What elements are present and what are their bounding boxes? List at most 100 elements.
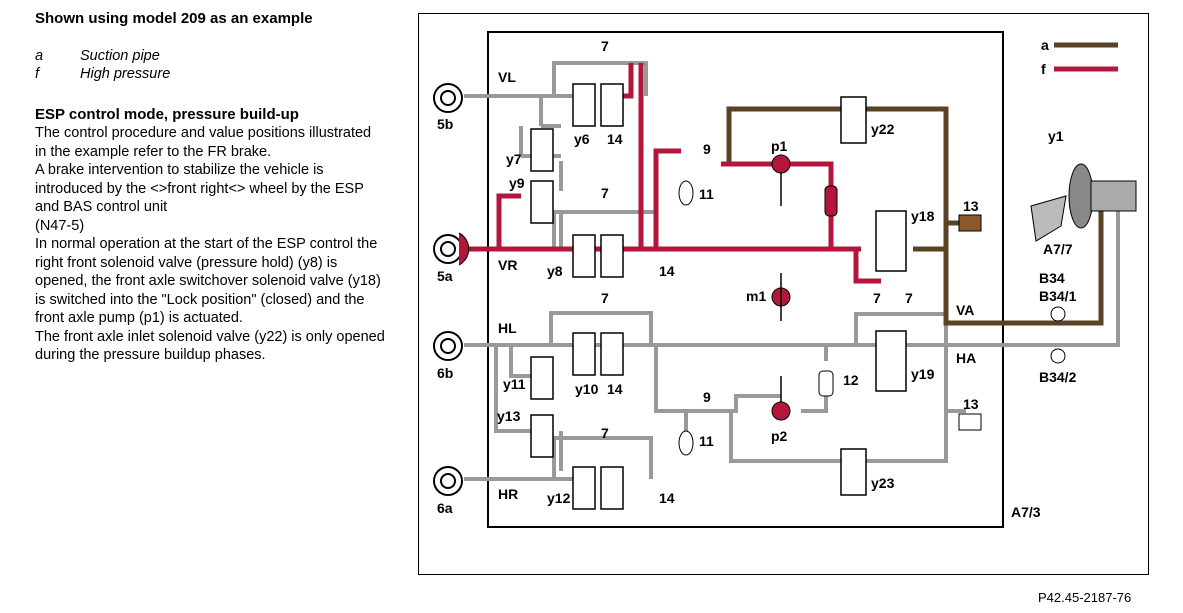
- label-a73: A7/3: [1011, 504, 1041, 520]
- pipe: [552, 436, 653, 479]
- figure-reference: P42.45-2187-76: [1038, 590, 1132, 605]
- label-va: VA: [956, 302, 974, 318]
- label-hl: HL: [498, 320, 517, 336]
- label-7: 7: [601, 425, 609, 441]
- label-y13: y13: [497, 408, 521, 424]
- accumulator-11b: [678, 430, 694, 456]
- paragraph: (N47-5): [35, 217, 85, 234]
- reservoir-13a: [958, 214, 982, 232]
- label-5b: 5b: [437, 116, 453, 132]
- label-b34: B34: [1039, 270, 1065, 286]
- brake-booster: [1030, 163, 1137, 242]
- valve-y18: [875, 210, 907, 272]
- legend-text: High pressure: [80, 66, 171, 82]
- valve-y6: [572, 83, 596, 127]
- pipe: [494, 345, 536, 433]
- valve-y19: [875, 330, 907, 392]
- valve-y8: [572, 234, 596, 278]
- pressure-pipe: [721, 161, 834, 186]
- label-12: 12: [843, 372, 859, 388]
- legend-key-f: f: [1041, 61, 1046, 77]
- label-vl: VL: [498, 69, 516, 85]
- label-6a: 6a: [437, 500, 453, 516]
- valve-y7: [530, 128, 554, 172]
- label-13: 13: [963, 396, 979, 412]
- label-y11: y11: [503, 376, 526, 392]
- pressure-pipe: [496, 193, 521, 249]
- pipe: [654, 345, 781, 413]
- accumulator-11a: [678, 180, 694, 206]
- label-y12: y12: [547, 490, 571, 506]
- sensor-b342: [1050, 348, 1066, 364]
- label-y22: y22: [871, 121, 895, 137]
- label-vr: VR: [498, 257, 517, 273]
- label-9: 9: [703, 141, 711, 157]
- pressure-pipes: [464, 63, 881, 284]
- label-y23: y23: [871, 475, 895, 491]
- description-panel: Shown using model 209 as an example a Su…: [35, 10, 385, 365]
- legend-item: f High pressure: [35, 65, 385, 84]
- pump-p1: [771, 154, 791, 174]
- label-ha: HA: [956, 350, 976, 366]
- label-y7: y7: [506, 151, 522, 167]
- legend-text: Suction pipe: [80, 47, 160, 64]
- pump-p2: [771, 401, 791, 421]
- valve-y13: [530, 414, 554, 458]
- grey-pipes: [464, 61, 1120, 481]
- pipe: [549, 311, 653, 345]
- valve-y8b: [600, 234, 624, 278]
- damper-red: [824, 185, 838, 217]
- label-p1: p1: [771, 138, 788, 154]
- label-11: 11: [699, 186, 714, 202]
- label-hr: HR: [498, 486, 518, 502]
- valves: [530, 83, 907, 510]
- pipe: [936, 211, 1120, 347]
- paragraph: The control procedure and value position…: [35, 125, 372, 160]
- pipe: [729, 411, 948, 463]
- legend-key: a: [35, 47, 44, 64]
- label-7: 7: [601, 185, 609, 201]
- label-a77: A7/7: [1043, 241, 1073, 257]
- heading: Shown using model 209 as an example: [35, 10, 313, 27]
- label-y6: y6: [574, 131, 590, 147]
- label-y18: y18: [911, 208, 935, 224]
- valve-y6b: [600, 83, 624, 127]
- label-b342: B34/2: [1039, 369, 1077, 385]
- label-6b: 6b: [437, 365, 453, 381]
- valve-y9: [530, 180, 554, 224]
- paragraph: A brake intervention to stabilize the ve…: [35, 162, 364, 215]
- sensor-b341: [1050, 306, 1066, 322]
- legend-item: a Suction pipe: [35, 47, 385, 66]
- label-9: 9: [703, 389, 711, 405]
- label-5a: 5a: [437, 268, 453, 284]
- damper-12: [818, 370, 834, 397]
- wheel-5a: [433, 232, 470, 266]
- valve-y10b: [600, 332, 624, 376]
- label-7: 7: [905, 290, 913, 306]
- valve-y11: [530, 356, 554, 400]
- label-11: 11: [699, 433, 714, 449]
- valve-y12b: [600, 466, 624, 510]
- label-y10: y10: [575, 381, 599, 397]
- label-m1: m1: [746, 288, 766, 304]
- pipe: [509, 345, 536, 378]
- legend-key: f: [35, 66, 40, 82]
- pipe: [854, 312, 948, 345]
- paragraph: The front axle inlet solenoid valve (y22…: [35, 328, 385, 364]
- label-7: 7: [873, 290, 881, 306]
- legend-key-a: a: [1041, 37, 1049, 53]
- paragraph: In normal operation at the start of the …: [35, 236, 381, 326]
- label-y1: y1: [1048, 128, 1064, 144]
- label-14: 14: [607, 381, 623, 397]
- wheel-6b: [433, 331, 463, 361]
- wheel-5b: [433, 83, 463, 113]
- label-13: 13: [963, 198, 979, 214]
- label-y8: y8: [547, 263, 563, 279]
- valve-y10: [572, 332, 596, 376]
- section-title: ESP control mode, pressure build-up: [35, 105, 299, 123]
- pipe: [944, 345, 966, 413]
- label-b341: B34/1: [1039, 288, 1077, 304]
- suction-pipe: [726, 106, 1104, 326]
- reservoir-13b: [958, 413, 982, 431]
- label-p2: p2: [771, 428, 788, 444]
